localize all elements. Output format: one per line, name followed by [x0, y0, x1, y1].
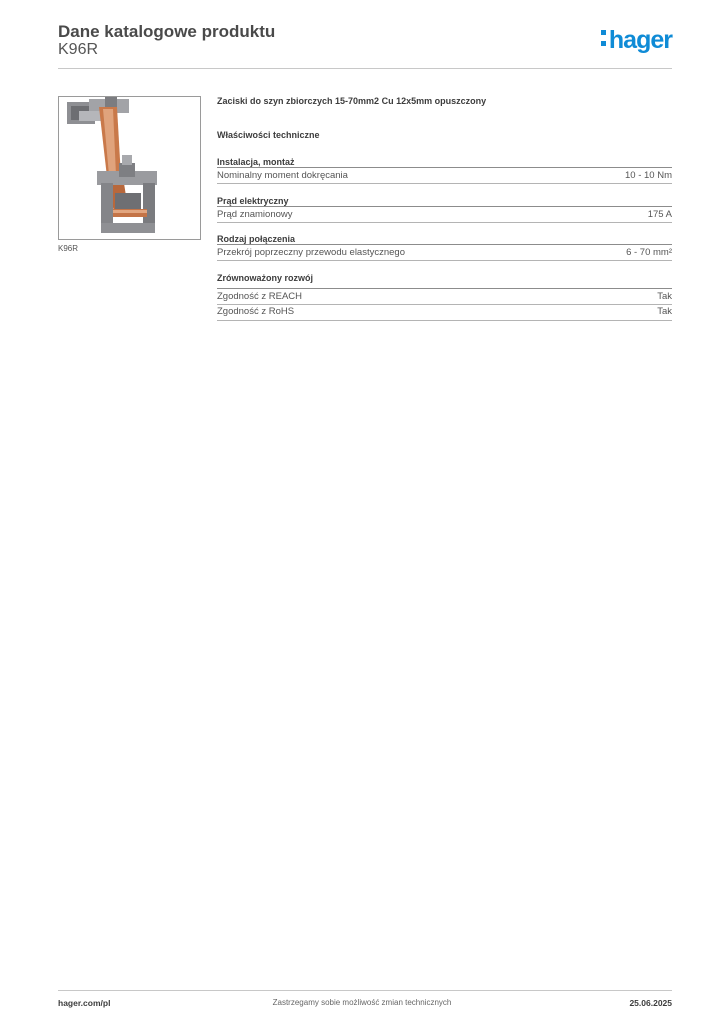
spec-value: Tak	[657, 306, 672, 317]
spec-row: Zgodność z REACH Tak	[217, 288, 672, 305]
busbar-clamp-image	[67, 97, 157, 233]
footer-website-link[interactable]: hager.com/pl	[58, 998, 111, 1008]
group-title-electric-current: Prąd elektryczny	[217, 196, 289, 206]
hager-logo: hager	[600, 26, 673, 55]
product-image	[58, 96, 201, 240]
product-code: K96R	[58, 41, 99, 58]
footer-notice: Zastrzegamy sobie możliwość zmian techni…	[272, 998, 452, 1007]
page-header: Dane katalogowe produktu K96R hager	[58, 20, 673, 70]
image-caption: K96R	[58, 244, 79, 253]
footer-divider	[58, 990, 672, 991]
spec-row: Prąd znamionowy 175 A	[217, 206, 672, 223]
spec-value: 6 - 70 mm²	[626, 247, 672, 258]
spec-label: Zgodność z RoHS	[217, 306, 295, 317]
product-description: Zaciski do szyn zbiorczych 15-70mm2 Cu 1…	[217, 96, 487, 106]
document-title: Dane katalogowe produktu	[58, 22, 276, 41]
spec-row: Nominalny moment dokręcania 10 - 10 Nm	[217, 167, 672, 184]
footer-date: 25.06.2025	[629, 998, 672, 1008]
spec-label: Przekrój poprzeczny przewodu elastyczneg…	[217, 247, 405, 258]
group-title-connection-type: Rodzaj połączenia	[217, 234, 296, 244]
spec-label: Zgodność z REACH	[217, 291, 303, 302]
spec-value: 175 A	[647, 209, 672, 220]
technical-properties-heading: Właściwości techniczne	[217, 130, 320, 140]
spec-row: Zgodność z RoHS Tak	[217, 304, 672, 321]
header-divider	[58, 68, 672, 69]
spec-label: Nominalny moment dokręcania	[217, 170, 348, 181]
spec-row: Przekrój poprzeczny przewodu elastyczneg…	[217, 244, 672, 261]
spec-value: Tak	[657, 291, 672, 302]
spec-label: Prąd znamionowy	[217, 209, 293, 220]
group-title-sustainability: Zrównoważony rozwój	[217, 273, 313, 283]
logo-text: hager	[608, 26, 673, 54]
group-title-installation: Instalacja, montaż	[217, 157, 295, 167]
spec-value: 10 - 10 Nm	[625, 170, 672, 181]
logo-dots-icon	[600, 30, 607, 46]
